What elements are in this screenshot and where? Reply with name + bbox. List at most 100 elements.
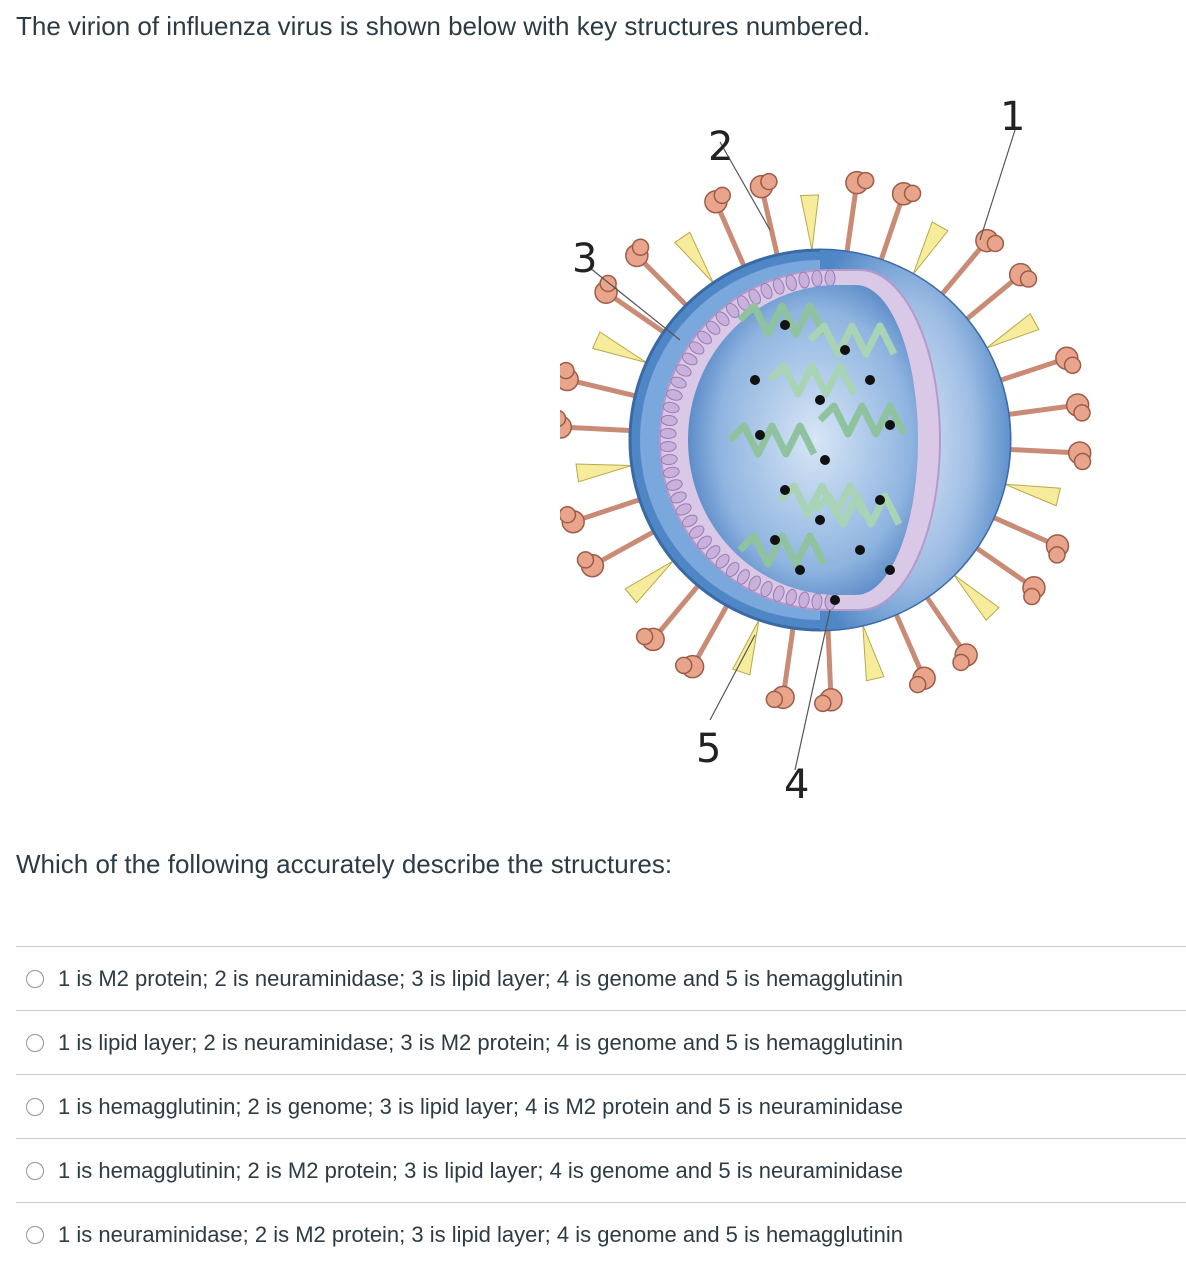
matrix-bead: [697, 330, 712, 345]
neuraminidase-spike: [862, 624, 885, 682]
matrix-bead: [772, 585, 785, 602]
nucleoprotein-dot: [750, 375, 760, 385]
matrix-bead: [662, 401, 680, 414]
hemagglutinin-head: [1073, 404, 1091, 422]
matrix-bead: [736, 569, 750, 585]
hemagglutinin-head: [1023, 587, 1041, 606]
hemagglutinin-head: [952, 653, 970, 672]
hemagglutinin-head: [558, 505, 577, 524]
matrix-bead: [689, 341, 705, 355]
radio-button[interactable]: [26, 1097, 44, 1116]
matrix-bead: [681, 514, 698, 528]
hemagglutinin-head: [1048, 546, 1066, 564]
matrix-bead: [824, 269, 836, 287]
radio-button[interactable]: [26, 1033, 44, 1052]
answer-option[interactable]: 1 is neuraminidase; 2 is M2 protein; 3 i…: [16, 1202, 1186, 1266]
virion-diagram: 1 2 3 4 5: [548, 80, 1186, 810]
hemagglutinin-head: [760, 172, 778, 191]
answer-label: 1 is hemagglutinin; 2 is genome; 3 is li…: [58, 1093, 904, 1119]
nucleoprotein-dot: [780, 485, 790, 495]
matrix-bead: [772, 278, 785, 295]
radio-button[interactable]: [26, 1161, 44, 1180]
label-2: 2: [708, 124, 733, 170]
matrix-bead: [748, 575, 761, 592]
radio-button[interactable]: [26, 1225, 44, 1244]
rna-segment: [767, 362, 858, 398]
rna-genome: [727, 302, 908, 568]
matrix-bead: [748, 288, 761, 305]
matrix-bead: [670, 491, 687, 504]
matrix-bead: [675, 364, 692, 377]
hemagglutinin-head: [713, 186, 732, 205]
neuraminidase-spike: [591, 331, 647, 364]
neuraminidase-spike: [953, 574, 1000, 622]
matrix-bead: [725, 302, 740, 319]
nucleoprotein-dot: [815, 395, 825, 405]
answer-option[interactable]: 1 is M2 protein; 2 is neuraminidase; 3 i…: [16, 946, 1186, 1010]
hemagglutinin-head: [674, 656, 693, 675]
neuraminidase-spike: [674, 231, 714, 284]
hemagglutinin-head: [986, 234, 1005, 253]
matrix-bead: [697, 535, 712, 550]
neuraminidase-spike: [800, 194, 820, 251]
hemagglutinin-head: [765, 690, 784, 709]
matrix-bead: [662, 466, 680, 479]
matrix-bead: [798, 271, 810, 289]
nucleoprotein-dot: [755, 430, 765, 440]
nucleoprotein-dot: [855, 545, 865, 555]
hemagglutinin-head: [557, 361, 575, 380]
matrix-bead: [715, 553, 730, 569]
nucleoprotein-dot: [885, 420, 895, 430]
prompt-text: Which of the following accurately descri…: [16, 849, 673, 879]
neuraminidase-spike: [624, 560, 674, 604]
nucleoprotein-dot: [875, 495, 885, 505]
answer-option[interactable]: 1 is hemagglutinin; 2 is genome; 3 is li…: [16, 1074, 1186, 1138]
virion-core: [688, 285, 918, 595]
radio-button[interactable]: [26, 969, 44, 988]
neuraminidase-spike: [732, 619, 760, 676]
matrix-bead: [798, 591, 810, 609]
matrix-bead: [659, 427, 677, 439]
hemagglutinin-head: [856, 171, 875, 190]
matrix-protein-beads: [659, 269, 836, 611]
hemagglutinin-head: [631, 238, 650, 256]
nucleoprotein-dot: [770, 535, 780, 545]
hemagglutinin-head: [903, 184, 922, 203]
matrix-bead: [670, 376, 687, 389]
answer-label: 1 is neuraminidase; 2 is M2 protein; 3 i…: [58, 1221, 904, 1247]
matrix-bead: [681, 352, 698, 366]
matrix-bead: [785, 588, 797, 606]
rna-segment: [727, 422, 818, 458]
nucleoprotein-dots: [750, 320, 895, 605]
matrix-bead: [725, 561, 740, 578]
answer-label: 1 is hemagglutinin; 2 is M2 protein; 3 i…: [58, 1157, 904, 1183]
rna-segment: [777, 482, 868, 518]
matrix-bead: [666, 389, 683, 401]
answer-option[interactable]: 1 is lipid layer; 2 is neuraminidase; 3 …: [16, 1010, 1186, 1074]
neuraminidase-spike: [575, 463, 632, 483]
label-4: 4: [784, 762, 809, 808]
matrix-bead: [675, 503, 692, 516]
nucleoprotein-dot: [820, 455, 830, 465]
hemagglutinin-head: [1073, 452, 1092, 471]
matrix-bead: [760, 282, 773, 300]
answer-option[interactable]: 1 is hemagglutinin; 2 is M2 protein; 3 i…: [16, 1138, 1186, 1202]
nucleoprotein-dot: [865, 375, 875, 385]
matrix-bead: [785, 274, 797, 292]
label-3: 3: [572, 236, 597, 282]
rna-segment: [817, 402, 908, 438]
hemagglutinin-head: [1063, 356, 1082, 375]
matrix-bead: [666, 479, 683, 491]
matrix-bead: [715, 311, 730, 327]
label-5: 5: [696, 726, 721, 772]
nucleoprotein-dot: [795, 565, 805, 575]
neuraminidase-spike: [1004, 483, 1061, 507]
rna-segment: [812, 492, 903, 528]
rna-segment: [737, 302, 828, 338]
hemagglutinin-head: [576, 551, 595, 569]
answer-list: 1 is M2 protein; 2 is neuraminidase; 3 i…: [16, 946, 1186, 1266]
matrix-bead: [660, 414, 678, 427]
hemagglutinin-head: [814, 694, 832, 713]
rna-segment: [807, 322, 898, 358]
matrix-bead: [760, 580, 773, 598]
